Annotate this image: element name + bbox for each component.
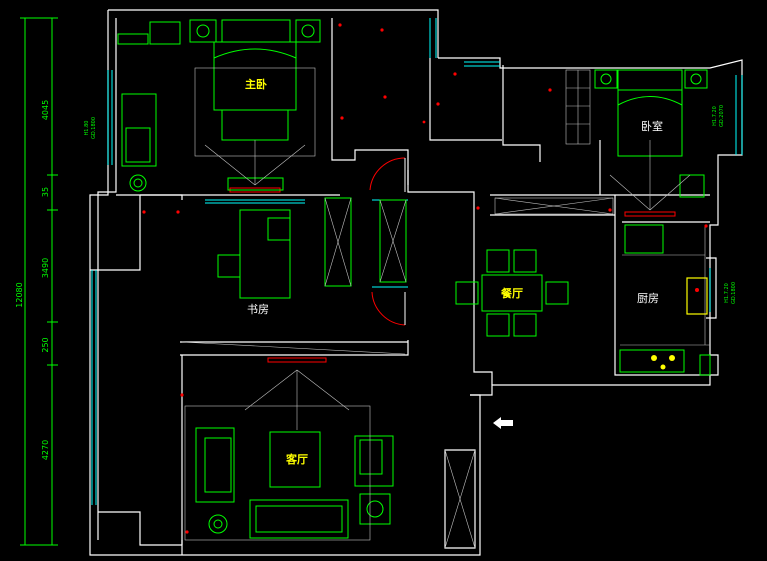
dim-total: 12080 xyxy=(15,282,24,307)
window-tag-kitchen-b: GD.1800 xyxy=(731,282,737,304)
dim-5: 4270 xyxy=(41,440,50,460)
living-furniture xyxy=(195,427,394,539)
master-bed xyxy=(117,19,321,192)
window-tag-left-a: H1.80 xyxy=(84,121,90,136)
stove-burners xyxy=(651,355,675,370)
window-tag-right-a: H1.7.20 xyxy=(712,106,718,126)
entrance-arrow-icon xyxy=(493,417,513,429)
window-tag-right-b: GD.2070 xyxy=(719,105,725,127)
room-label-study: 书房 xyxy=(247,303,269,316)
window-tag-left-b: GD.1800 xyxy=(91,117,97,139)
dim-2: 35 xyxy=(41,187,50,197)
doors xyxy=(229,157,676,363)
walls xyxy=(89,9,743,556)
room-label-master-bedroom: 主卧 xyxy=(245,77,267,91)
room-label-bedroom: 卧室 xyxy=(641,119,663,133)
dim-4: 250 xyxy=(41,337,50,352)
window-tag-kitchen-a: H1.7.20 xyxy=(724,283,730,303)
room-label-kitchen: 厨房 xyxy=(637,292,659,305)
dining-set xyxy=(455,249,569,337)
kitchen-sink xyxy=(686,277,708,315)
windows xyxy=(91,18,743,505)
dimension-chain xyxy=(20,17,58,546)
master-light-lines xyxy=(194,67,316,186)
dim-1: 4045 xyxy=(41,100,50,120)
fixture-markers xyxy=(142,23,708,534)
kitchen-fixtures xyxy=(619,224,711,376)
room-label-living: 客厅 xyxy=(285,452,308,466)
study-furniture xyxy=(217,197,407,299)
room-label-dining: 餐厅 xyxy=(500,286,523,300)
bedroom-furniture xyxy=(594,69,708,198)
dim-3: 3490 xyxy=(41,258,50,278)
